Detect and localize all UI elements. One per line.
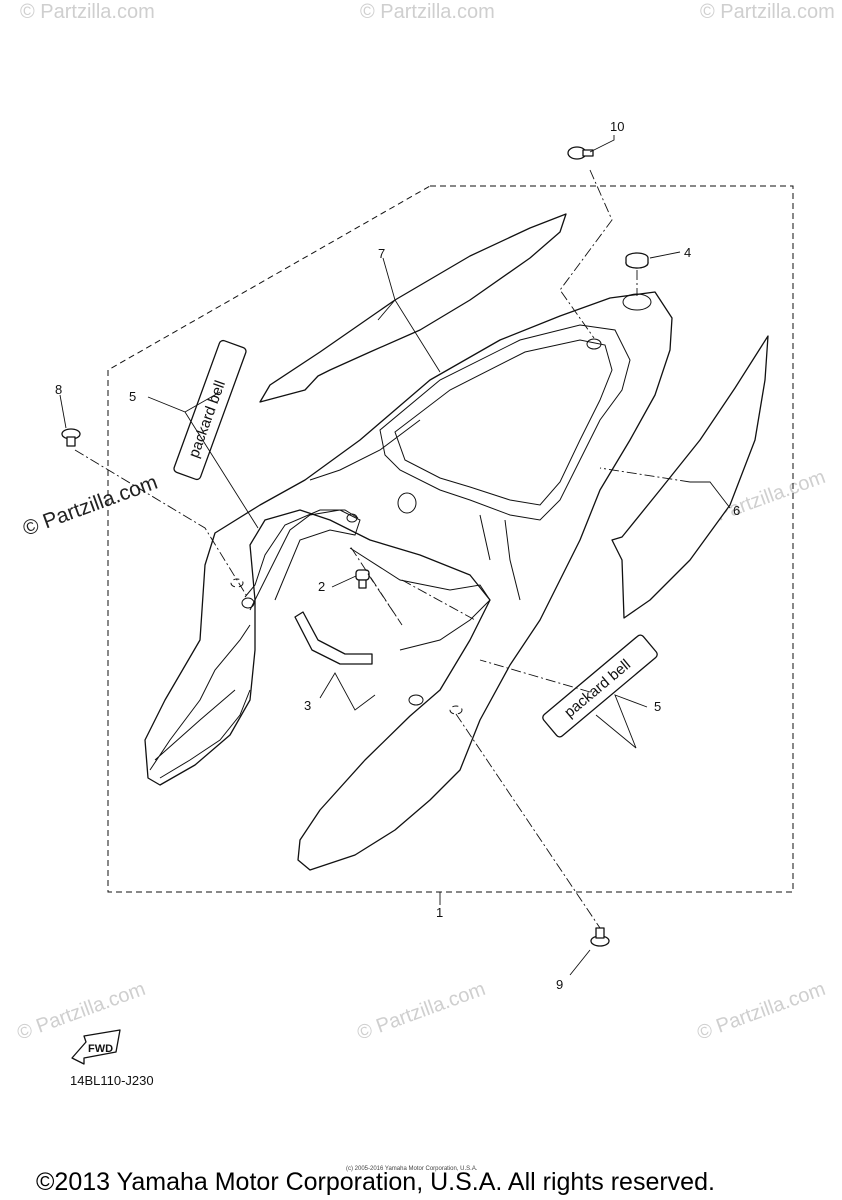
decal-mark-right [449,705,463,715]
callout-5-left: 5 [129,389,136,404]
callout-8: 8 [55,382,62,397]
callout-3: 3 [304,698,311,713]
side-hole [408,694,424,706]
callout-1: 1 [436,905,443,920]
part-7-stripe [259,213,567,403]
screw-hole-bracket [346,513,358,523]
seat-cowl-opening [379,324,631,521]
watermark-strong-left: © Partzilla.com [20,471,161,541]
opening-hole [397,492,417,514]
copyright-small: (c) 2005-2016 Yamaha Motor Corporation, … [346,1166,478,1172]
part-6-stripe [611,335,769,619]
part-8-rivet [61,428,81,447]
leader-lines [59,135,731,976]
copyright-text: ©2013 Yamaha Motor Corporation, U.S.A. A… [36,1168,715,1196]
seat-cowl-inner-detail [309,419,521,601]
callout-4: 4 [684,245,691,260]
seat-cowl-left-tail [149,624,251,779]
decal-text-right: packard bell [561,656,634,721]
watermark-top-left: © Partzilla.com [20,1,155,23]
part-3-trim [294,611,373,665]
part-10-screw [567,146,594,160]
seat-cowl-bracket [244,509,491,651]
callout-7: 7 [378,246,385,261]
seat-cowl-inner-fold [249,509,361,611]
watermark-top-right: © Partzilla.com [700,1,835,23]
callout-10: 10 [610,119,624,134]
part-2-fastener [355,569,370,589]
screw-hole-top [586,338,602,350]
part-9-rivet [590,927,610,947]
callout-2: 2 [318,579,325,594]
part-4-grommet [625,252,649,269]
diagram-code: 14BL110-J230 [70,1073,154,1088]
callout-9: 9 [556,977,563,992]
callout-6: 6 [733,503,740,518]
watermark-bottom-center: © Partzilla.com [354,978,488,1045]
fwd-arrow: FWD [71,1029,121,1065]
decal-mark-left [230,578,244,588]
seat-cowl-opening-inner [394,339,613,506]
callouts: 10 4 7 8 5 6 2 3 5 1 9 [55,119,740,992]
part-5-decal-right: packard bell [542,634,658,738]
part-1-seat-cowl [144,291,673,871]
assembly-boundary [107,185,794,893]
watermark-top-center: © Partzilla.com [360,1,495,23]
fwd-label: FWD [88,1043,113,1055]
watermark-bottom-left: © Partzilla.com [14,978,148,1045]
part-5-decal-left: packard bell [173,339,247,481]
callout-5-right: 5 [654,699,661,714]
watermark-bottom-right: © Partzilla.com [694,978,828,1045]
screw-hole-left [241,597,255,609]
